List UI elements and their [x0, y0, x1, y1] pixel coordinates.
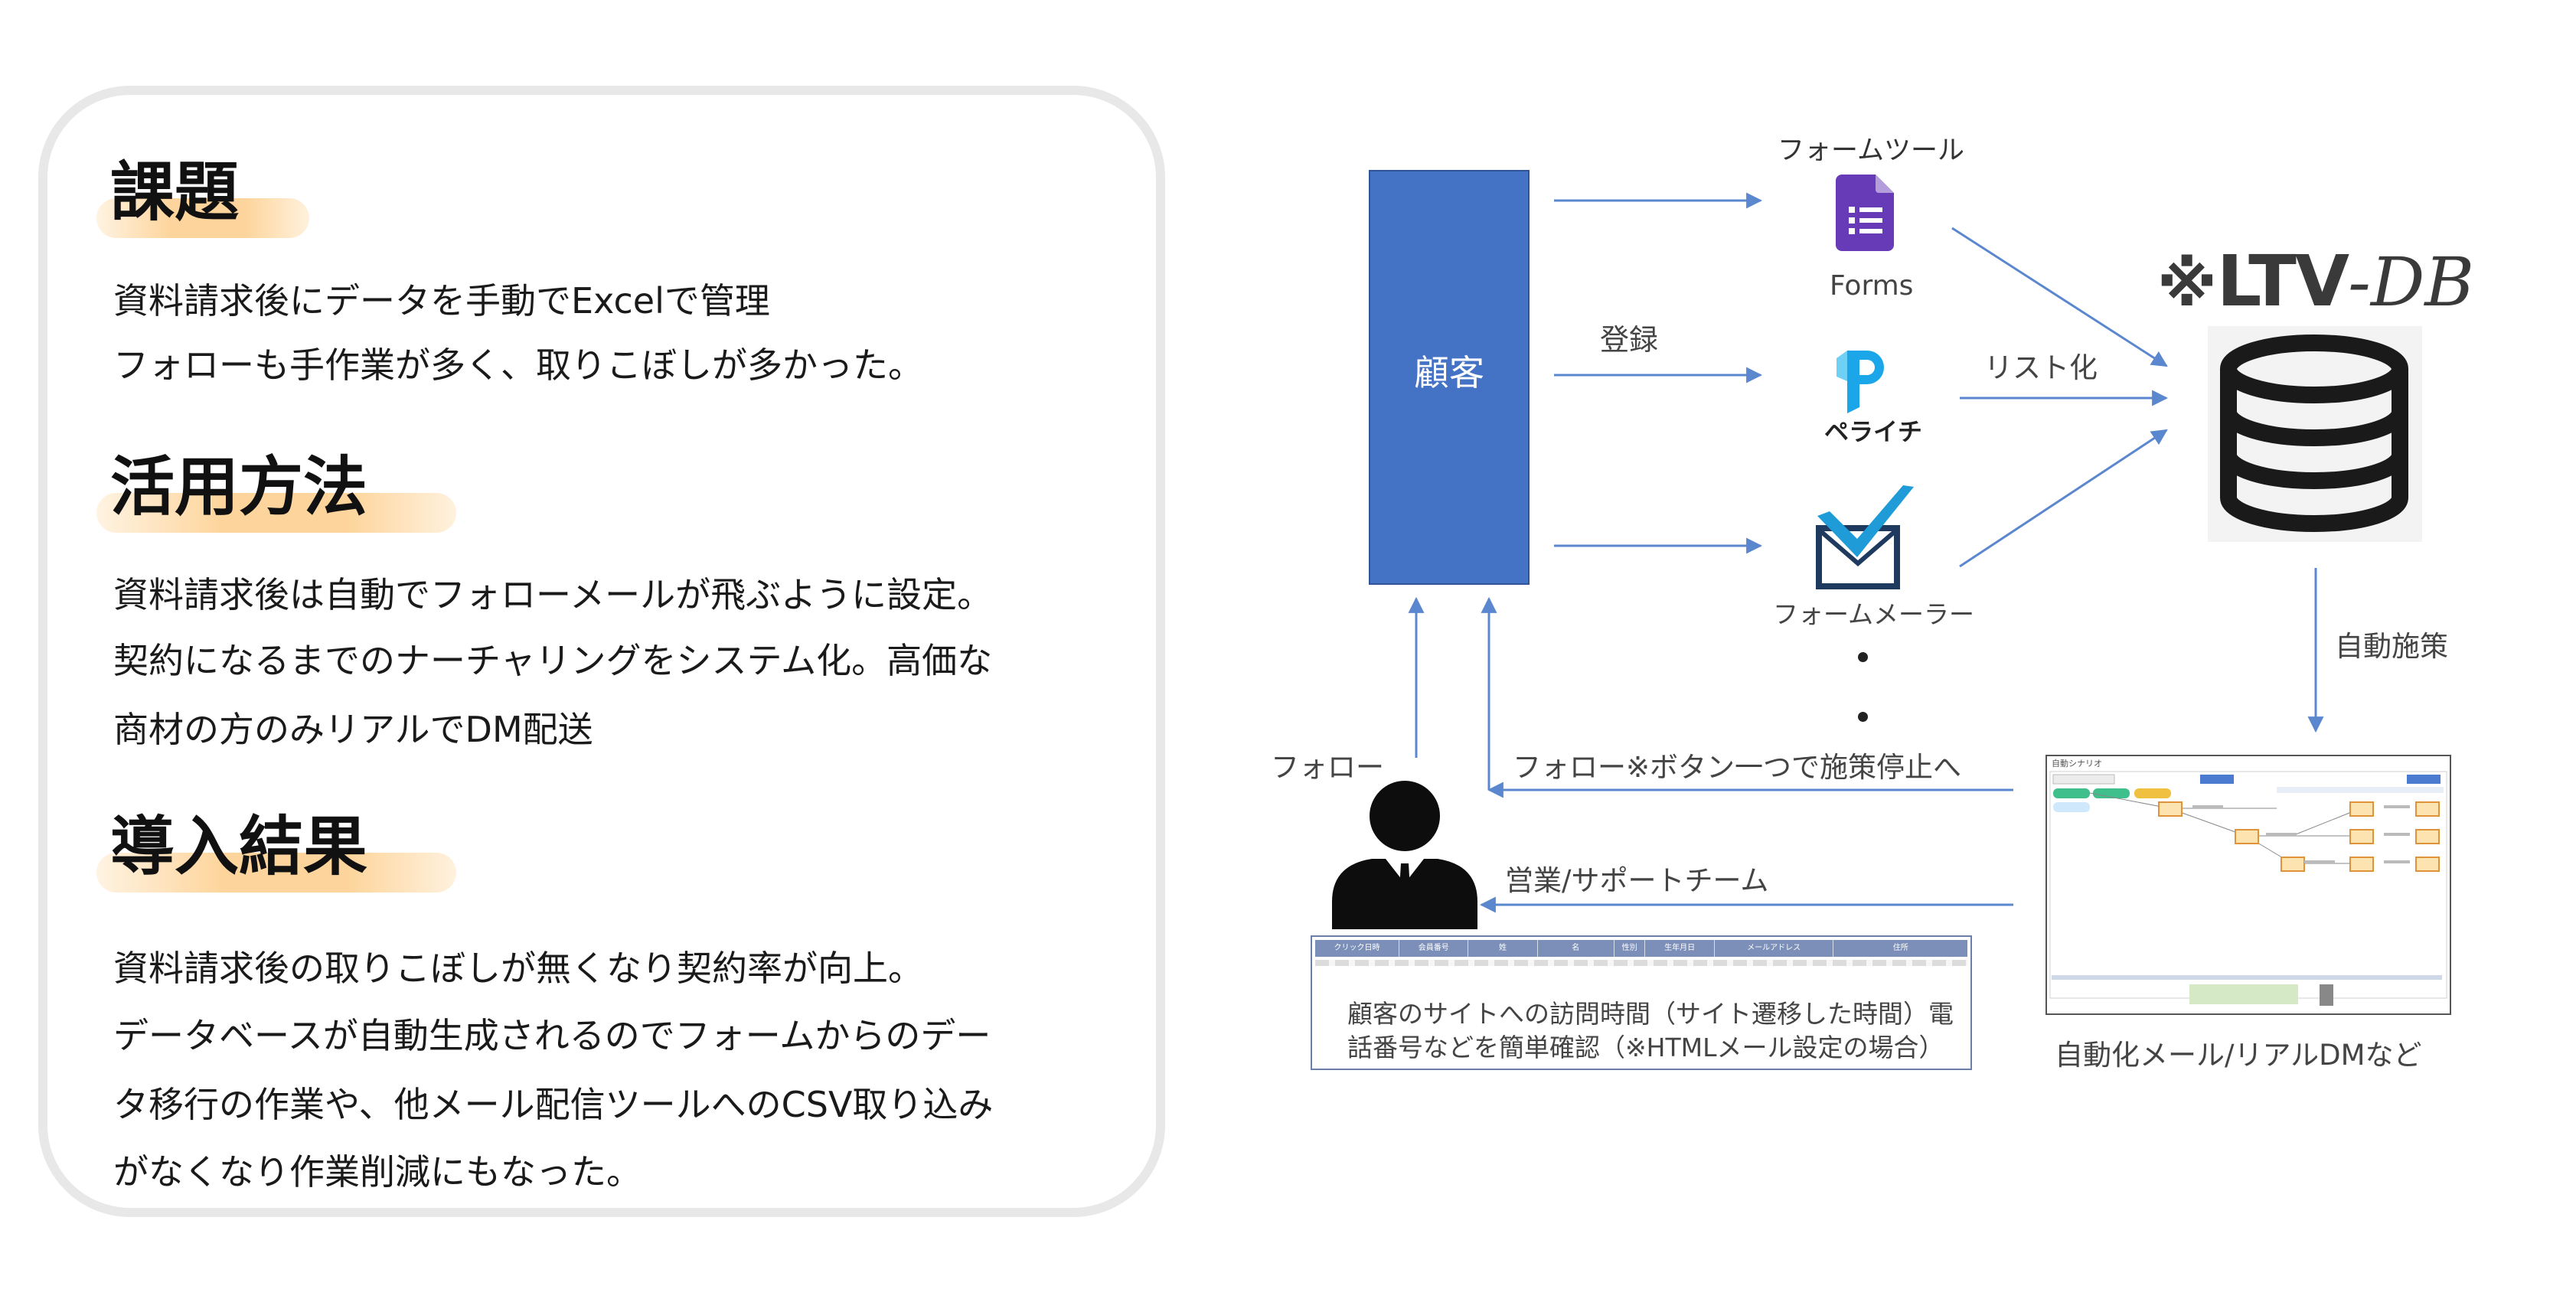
sales-team-label: 営業/サポートチーム: [1505, 864, 1769, 897]
follow-label: フォロー: [1271, 751, 1384, 784]
database-icon: [2220, 334, 2408, 532]
access-log-header-row: クリック日時 会員番号 姓 名 性別 生年月日 メールアドレス 住所: [1315, 940, 1967, 957]
continuation-dot-1: [1858, 652, 1868, 662]
form-tool-label: フォームツール: [1778, 135, 1964, 166]
header-cell: メールアドレス: [1715, 940, 1834, 957]
summary-card: 課題 資料請求後にデータを手動でExcelで管理 フォローも手作業が多く、取りこ…: [38, 86, 1165, 1217]
register-label: 登録: [1600, 323, 1659, 357]
scenario-screenshot: 自動シナリオ: [2045, 755, 2451, 1015]
header-cell: クリック日時: [1315, 940, 1400, 957]
arrow-mailer-to-db: [1959, 429, 2168, 568]
peraichi-label: ペライチ: [1824, 417, 1923, 446]
title-highlight-dounyu: [96, 853, 456, 893]
section-title-katsuyou: 活用方法: [110, 449, 368, 524]
ltvdb-logo: ※LTV-DB: [2157, 246, 2474, 317]
person-icon: [1332, 781, 1477, 929]
section-title-dounyu: 導入結果: [110, 809, 368, 884]
dounyu-line-4: がなくなり作業削減にもなった。: [113, 1151, 642, 1193]
kadai-line-1: 資料請求後にデータを手動でExcelで管理: [113, 280, 770, 321]
title-highlight-kadai: [96, 198, 309, 238]
form-mailer-icon: [1816, 485, 1914, 589]
access-log-blurred-row: [1315, 960, 1967, 966]
access-log-note-line-2: 話番号などを簡単確認（※HTMLメール設定の場合）: [1347, 1033, 1944, 1062]
access-log-note-line-1: 顧客のサイトへの訪問時間（サイト遷移した時間）電: [1347, 999, 1954, 1029]
form-mailer-label: フォームメーラー: [1773, 599, 1975, 629]
arrow-forms-to-db: [1951, 227, 2168, 367]
customer-box: 顧客: [1369, 170, 1530, 585]
continuation-dot-2: [1858, 712, 1868, 722]
auto-measure-label: 自動施策: [2335, 630, 2448, 663]
scenario-title: 自動シナリオ: [2052, 759, 2102, 769]
ltvdb-logo-db: -DB: [2348, 243, 2475, 321]
scenario-caption: 自動化メール/リアルDMなど: [2055, 1039, 2422, 1072]
ltvdb-logo-mark: ※: [2157, 249, 2217, 320]
katsuyou-line-3: 商材の方のみリアルでDM配送: [113, 709, 593, 750]
kadai-line-2: フォローも手作業が多く、取りこぼしが多かった。: [113, 344, 923, 386]
follow-stop-label: フォロー※ボタン一つで施策停止へ: [1513, 751, 1962, 784]
header-cell: 会員番号: [1399, 940, 1469, 957]
google-forms-icon: [1836, 175, 1894, 251]
header-cell: 生年月日: [1645, 940, 1715, 957]
section-title-kadai: 課題: [110, 155, 240, 230]
list-label: リスト化: [1984, 351, 2098, 384]
forms-label: Forms: [1830, 270, 1914, 302]
header-cell: 姓: [1468, 940, 1538, 957]
header-cell: 名: [1538, 940, 1614, 957]
dounyu-line-2: データベースが自動生成されるのでフォームからのデー: [113, 1015, 991, 1056]
katsuyou-line-2: 契約になるまでのナーチャリングをシステム化。高価な: [113, 640, 993, 681]
header-cell: 性別: [1614, 940, 1646, 957]
customer-label: 顧客: [1414, 352, 1484, 393]
peraichi-logo-icon: [1837, 351, 1884, 413]
scenario-flow-diagram: [2049, 771, 2447, 1006]
access-log-table: クリック日時 会員番号 姓 名 性別 生年月日 メールアドレス 住所 顧客のサイ…: [1311, 935, 1972, 1070]
header-cell: 住所: [1892, 944, 1908, 952]
title-highlight-katsuyou: [96, 493, 456, 533]
katsuyou-line-1: 資料請求後は自動でフォローメールが飛ぶように設定。: [113, 574, 993, 615]
dounyu-line-1: 資料請求後の取りこぼしが無くなり契約率が向上。: [113, 948, 923, 989]
dounyu-line-3: タ移行の作業や、他メール配信ツールへのCSV取り込み: [113, 1084, 994, 1125]
ltvdb-logo-ltv: LTV: [2216, 240, 2349, 322]
